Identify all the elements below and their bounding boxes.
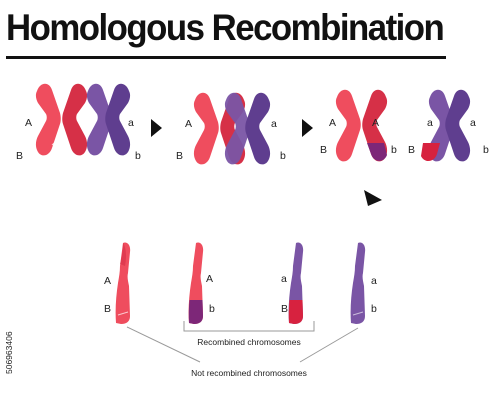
not-recombined-pointer-lines	[126, 326, 359, 363]
stage1-label-a: a	[128, 117, 134, 129]
stage1-label-B: B	[16, 150, 23, 162]
watermark-id: 506963406	[4, 331, 14, 374]
stage2-paternal-chromosome	[224, 92, 271, 165]
stage2-label-b: b	[280, 150, 286, 162]
stage3-label-b-second: b	[483, 144, 489, 156]
stage2-label-A: A	[185, 118, 192, 130]
right-arrow-icon	[151, 119, 162, 137]
not-recombined-caption: Not recombined chromosomes	[191, 368, 307, 378]
product2-label-A: A	[206, 273, 213, 285]
product-chromatid-1	[115, 242, 131, 324]
product1-label-A: A	[104, 275, 111, 287]
product2-label-b: b	[209, 303, 215, 315]
recombined-bracket	[183, 321, 315, 332]
product3-label-a: a	[281, 273, 287, 285]
title-underline	[6, 56, 446, 59]
stage1-label-b: b	[135, 150, 141, 162]
product1-label-B: B	[104, 303, 111, 315]
stage1-label-A: A	[25, 117, 32, 129]
stage3-paternal-recombined-chromosome	[421, 89, 471, 162]
right-arrow-icon	[302, 119, 313, 137]
stage3-label-b-right: b	[391, 144, 397, 156]
down-left-arrow-icon	[364, 190, 382, 206]
stage3-label-A-right: A	[372, 117, 379, 129]
product-chromatid-4	[350, 242, 366, 324]
stage2-label-a: a	[271, 118, 277, 130]
stage3-label-A-left: A	[329, 117, 336, 129]
product3-label-B: B	[281, 303, 288, 315]
product-chromatid-3	[288, 242, 304, 324]
stage1-maternal-chromosome	[35, 83, 88, 156]
diagram-title: Homologous Recombination	[6, 7, 445, 48]
stage3-label-B-second: B	[408, 144, 415, 156]
stage3-maternal-recombined-chromosome	[335, 89, 388, 162]
product4-label-a: a	[371, 275, 377, 287]
stage3-label-B-left: B	[320, 144, 327, 156]
stage1-paternal-chromosome	[86, 83, 131, 156]
stage3-label-a-right: a	[470, 117, 476, 129]
recombined-caption: Recombined chromosomes	[197, 337, 300, 347]
stage2-label-B: B	[176, 150, 183, 162]
product-chromatid-2	[188, 242, 204, 324]
stage3-label-a-left: a	[427, 117, 433, 129]
product4-label-b: b	[371, 303, 377, 315]
